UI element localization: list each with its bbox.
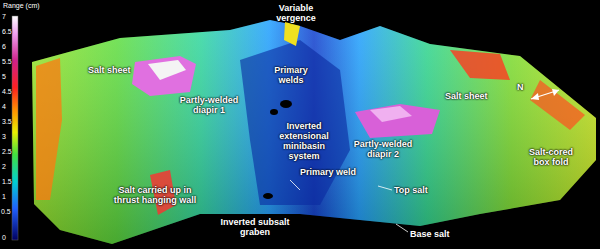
surface-shading bbox=[32, 20, 596, 244]
annotation: Base salt bbox=[410, 230, 450, 240]
salt-sheet-top bbox=[148, 60, 186, 80]
annotation: Variable vergence bbox=[270, 4, 322, 24]
annotation: Salt sheet bbox=[88, 66, 131, 76]
north-arrowhead bbox=[552, 89, 559, 96]
scale-tick: 6 bbox=[2, 43, 6, 51]
north-label: N bbox=[517, 83, 524, 93]
annotation: Partly-welded diapir 1 bbox=[176, 96, 242, 116]
minibasin bbox=[240, 40, 350, 205]
scale-tick: 3 bbox=[2, 133, 6, 141]
salt-sheet-right-top bbox=[370, 106, 412, 122]
scale-tick: 3.5 bbox=[2, 118, 12, 126]
annotation: Inverted subsalt graben bbox=[220, 218, 290, 238]
annotation: Primary weld bbox=[300, 168, 356, 178]
annotation: Salt-cored box fold bbox=[526, 148, 576, 168]
scale-tick: 1 bbox=[2, 193, 6, 201]
scale-tick: 2 bbox=[2, 163, 6, 171]
weld-hole bbox=[270, 109, 278, 115]
salt-sheet-left bbox=[132, 56, 196, 96]
leader-line bbox=[396, 224, 408, 232]
salt-surface bbox=[32, 20, 596, 244]
north-arrow bbox=[531, 90, 559, 99]
annotation: Salt carried up in thrust hanging wall bbox=[110, 186, 200, 206]
north-arrowhead bbox=[531, 93, 539, 100]
scale-tick: 5.5 bbox=[2, 58, 12, 66]
salt-edge bbox=[36, 58, 62, 200]
scale-tick: 7 bbox=[2, 13, 6, 21]
scale-title: Range (cm) bbox=[3, 2, 40, 10]
leader-line bbox=[290, 180, 300, 190]
scale-tick: 0.5 bbox=[1, 208, 11, 216]
vergence-ridge bbox=[284, 22, 300, 46]
scale-tick: 0 bbox=[2, 234, 6, 242]
annotation: Primary welds bbox=[270, 66, 312, 86]
annotation: Inverted extensional minibasin system bbox=[268, 122, 340, 162]
scale-tick: 2.5 bbox=[2, 148, 12, 156]
scale-tick: 1.5 bbox=[2, 178, 12, 186]
salt-ridge bbox=[450, 50, 510, 80]
annotation: Top salt bbox=[394, 186, 428, 196]
color-bar bbox=[12, 16, 18, 240]
weld-hole bbox=[280, 100, 292, 108]
annotation: Partly-welded diapir 2 bbox=[350, 140, 416, 160]
leader-line bbox=[378, 186, 392, 190]
annotation: Salt sheet bbox=[445, 92, 488, 102]
scale-tick: 4 bbox=[2, 103, 6, 111]
scale-tick: 5 bbox=[2, 73, 6, 81]
weld-hole bbox=[263, 193, 273, 199]
scale-tick: 6.5 bbox=[2, 28, 12, 36]
salt-sheet-right bbox=[355, 104, 440, 138]
box-fold-crest bbox=[530, 80, 585, 130]
scale-tick: 4.5 bbox=[2, 88, 12, 96]
